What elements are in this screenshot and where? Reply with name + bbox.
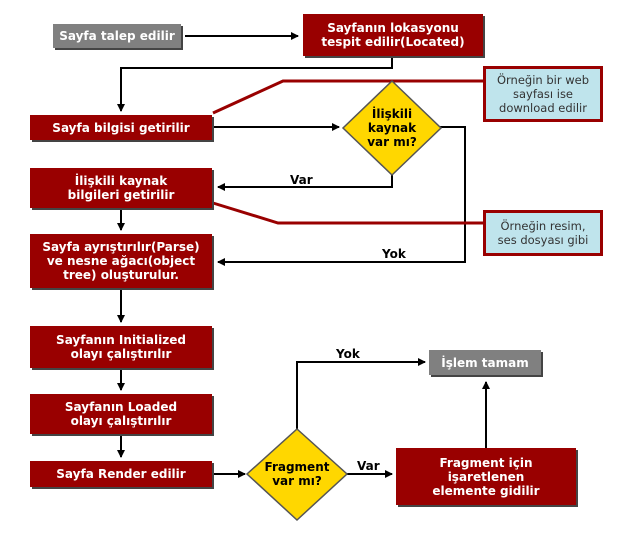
goto-fragment-node: Fragment için işaretlenen elemente gidil… — [396, 448, 576, 505]
related-question-label: İlişkili kaynak var mı? — [367, 107, 417, 149]
parse-node: Sayfa ayrıştırılır(Parse) ve nesne ağacı… — [30, 234, 212, 288]
locate-label: Sayfanın lokasyonu tespit edilir(Located… — [321, 21, 465, 49]
edge-fragment-done — [296, 358, 426, 429]
callout-line-resource — [212, 201, 483, 225]
edge-label-fragment-no: Yok — [336, 347, 360, 361]
done-node: İşlem tamam — [429, 350, 541, 375]
fragment-question-label: Fragment var mı? — [264, 460, 330, 488]
locate-node: Sayfanın lokasyonu tespit edilir(Located… — [303, 14, 483, 56]
edge-label-related-yes: Var — [290, 173, 313, 187]
initialized-label: Sayfanın Initialized olayı çalıştırılır — [56, 333, 186, 361]
get-page-node: Sayfa bilgisi getirilir — [30, 115, 212, 140]
edge-decision-getrelated — [217, 175, 393, 191]
render-node: Sayfa Render edilir — [30, 461, 212, 487]
start-label: Sayfa talep edilir — [59, 29, 175, 43]
note-web-page-text: Örneğin bir web sayfası ise download edi… — [496, 73, 590, 115]
note-resource-text: Örneğin resim, ses dosyası gibi — [497, 219, 589, 247]
note-resource: Örneğin resim, ses dosyası gibi — [483, 210, 603, 256]
parse-label: Sayfa ayrıştırılır(Parse) ve nesne ağacı… — [42, 240, 200, 282]
loaded-node: Sayfanın Loaded olayı çalıştırılır — [30, 394, 212, 434]
get-related-node: İlişkili kaynak bilgileri getirilir — [30, 168, 212, 208]
decision-related-diamond — [341, 79, 443, 177]
callout-line-web — [212, 79, 483, 115]
goto-fragment-label: Fragment için işaretlenen elemente gidil… — [432, 455, 540, 498]
edge-label-related-no: Yok — [382, 247, 406, 261]
loaded-label: Sayfanın Loaded olayı çalıştırılır — [64, 400, 178, 428]
render-label: Sayfa Render edilir — [56, 467, 186, 481]
start-node: Sayfa talep edilir — [53, 24, 181, 48]
done-label: İşlem tamam — [441, 355, 529, 370]
get-related-label: İlişkili kaynak bilgileri getirilir — [67, 174, 175, 202]
initialized-node: Sayfanın Initialized olayı çalıştırılır — [30, 326, 212, 368]
edge-locate-getpage — [117, 56, 393, 112]
edge-label-fragment-yes: Var — [357, 459, 380, 473]
edge-decision-parse — [217, 126, 466, 266]
note-web-page: Örneğin bir web sayfası ise download edi… — [483, 66, 603, 122]
decision-fragment-diamond — [245, 427, 349, 522]
get-page-label: Sayfa bilgisi getirilir — [52, 120, 190, 135]
